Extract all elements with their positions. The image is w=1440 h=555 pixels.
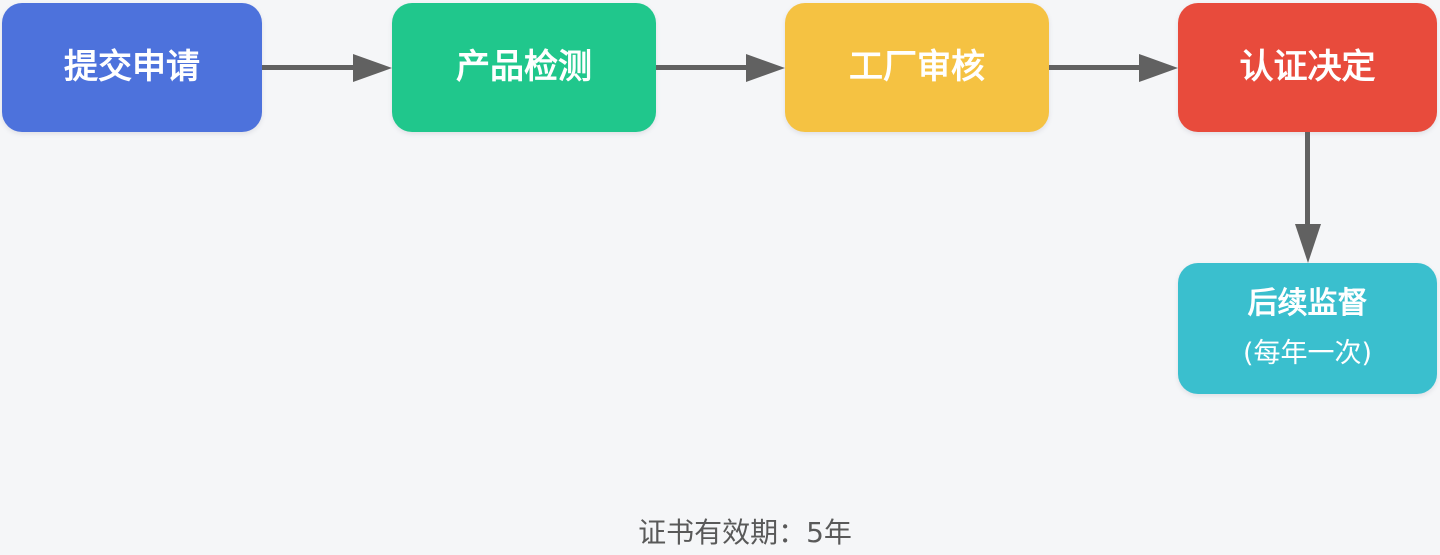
- arrow-head-right-icon: [353, 53, 392, 82]
- footnote-certificate-validity: 证书有效期：5年: [638, 516, 852, 549]
- arrow-submit-to-testing: [262, 53, 392, 82]
- flow-node-factory-audit: 工厂审核: [785, 3, 1049, 132]
- flow-node-product-testing: 产品检测: [392, 3, 656, 132]
- arrow-testing-to-audit: [656, 53, 785, 82]
- flow-node-certification-decision: 认证决定: [1178, 3, 1437, 132]
- arrow-shaft: [1049, 65, 1139, 70]
- flow-node-sublabel: (每年一次): [1242, 338, 1373, 370]
- arrow-shaft: [262, 65, 353, 70]
- arrow-head-right-icon: [1139, 53, 1178, 82]
- flow-node-label: 提交申请: [64, 46, 200, 87]
- flow-node-label: 工厂审核: [849, 46, 985, 87]
- arrow-head-right-icon: [746, 53, 785, 82]
- flow-node-label: 认证决定: [1239, 46, 1376, 87]
- flow-node-label: 产品检测: [456, 46, 592, 87]
- arrow-head-down-icon: [1294, 224, 1321, 263]
- flow-node-submit-application: 提交申请: [2, 3, 262, 132]
- arrow-audit-to-decision: [1049, 53, 1178, 82]
- arrow-shaft: [1305, 132, 1310, 224]
- flow-node-follow-up-supervision: 后续监督 (每年一次): [1178, 263, 1437, 394]
- arrow-shaft: [656, 65, 746, 70]
- flow-node-label: 后续监督: [1247, 285, 1368, 321]
- arrow-decision-to-supervision: [1294, 132, 1321, 263]
